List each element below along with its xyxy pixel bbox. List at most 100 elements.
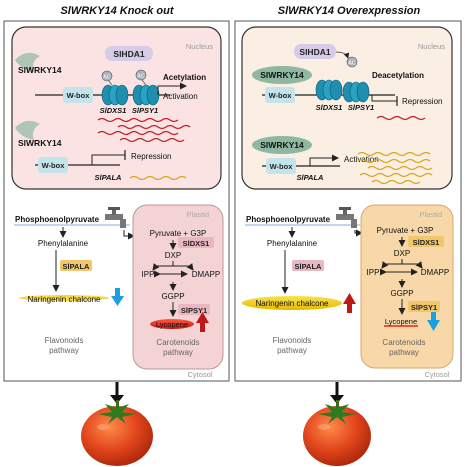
tomato-icon [303,400,371,466]
panel-title: SlWRKY14 Knock out [60,5,174,17]
enzyme-dxs1 [178,237,214,248]
naringenin-blob [242,296,342,310]
mrna-yellow [129,175,187,181]
hda1-label: SlHDA1 [113,49,144,59]
carotenoids-label: pathway [163,348,193,357]
cytosol-label: Cytosol [424,370,449,379]
enzyme-dxs1 [408,236,444,247]
enzyme-pala [292,260,324,271]
flavonoids-label: Flavonoids [45,336,84,345]
dmapp-label: DMAPP [421,268,449,277]
flavonoids-label: pathway [49,346,79,355]
ipp-label: IPP [142,270,155,279]
pyruvate-label: Pyruvate + G3P [150,229,207,238]
gene-pala: SlPALA [95,173,122,182]
mrna-red [97,117,191,143]
gene-dxs1: SlDXS1 [100,106,127,115]
enzyme-psy1 [408,301,440,312]
phenylalanine-label: Phenylalanine [38,239,89,248]
wbox-label: W-box [67,91,91,100]
activation-arrow [309,154,339,166]
wbox [38,157,68,173]
down-arrow-icon [111,288,124,306]
tf1-label: SlWRKY14 [260,70,304,80]
acetyl-mark [101,70,113,82]
pep-label: Phosphoenolpyruvate [15,215,100,224]
up-arrow-icon [343,293,356,313]
tf2-label: SlWRKY14 [18,138,62,148]
cytosol-label: Cytosol [187,370,212,379]
activation-arrow [157,82,187,95]
acetylation-label: Acetylation [163,73,206,82]
tf1-protein [252,66,312,84]
tf1-label: SlWRKY14 [18,65,62,75]
dmapp-label: DMAPP [192,270,220,279]
hda1-label: SlHDA1 [299,47,330,57]
plastid-label: Plastid [419,210,442,219]
acetyl-mark [135,69,147,81]
tf2-label: SlWRKY14 [260,140,304,150]
wbox-label: W-box [270,162,294,171]
wbox-label: W-box [42,161,66,170]
tomato-icon [81,400,153,466]
lycopene-label: Lycopene [156,320,188,329]
gene-pala: SlPALA [297,173,324,182]
gene-dxs1: SlDXS1 [316,103,343,112]
mrna-red [376,115,426,121]
mrna-yellow [357,151,433,185]
ggpp-label: GGPP [390,289,413,298]
panel-overexpression: SlWRKY14 Overexpression Nucleus SlHDA1 A… [234,5,462,466]
ggpp-label: GGPP [161,292,184,301]
carotenoids-label: pathway [389,348,419,357]
deacetylation-label: Deacetylation [372,71,424,80]
enzyme-pala-label: SlPALA [295,262,323,271]
lycopene-blob [150,319,194,329]
nucleus-label: Nucleus [418,42,445,51]
flavonoids-label: Flavonoids [273,336,312,345]
gene-psy1: SlPSY1 [348,103,374,112]
tf2-protein [252,136,312,154]
activation-label: Activation [163,92,198,101]
up-arrow-icon [196,312,209,332]
plastid-label: Plastid [186,210,209,219]
faucet-icon [336,207,357,228]
phenylalanine-label: Phenylalanine [267,239,318,248]
carotenoids-label: Carotenoids [382,338,425,347]
wbox-label: W-box [269,91,293,100]
repression-arrow [371,95,397,102]
panel-title: SlWRKY14 Overexpression [278,5,421,17]
enzyme-pala-label: SlPALA [63,262,91,271]
repression-label: Repression [402,97,442,106]
carotenoids-label: Carotenoids [156,338,199,347]
repression-label: Repression [131,152,171,161]
wbox [63,87,93,103]
wbox [265,87,295,103]
nucleosome [315,79,370,103]
pyruvate-label: Pyruvate + G3P [377,226,434,235]
down-arrow-icon [427,312,440,331]
acetyl-mark [346,56,358,68]
ac-label: AC [137,74,145,80]
nucleus-label: Nucleus [186,42,213,51]
flavonoids-label: pathway [277,346,307,355]
enzyme-dxs1-label: SlDXS1 [183,239,210,248]
pep-label: Phosphoenolpyruvate [246,215,331,224]
enzyme-psy1 [178,304,210,315]
hda1-protein [294,44,336,59]
wbox [266,158,296,174]
naringenin-label: Naringenin chalcone [256,299,329,308]
enzyme-dxs1-label: SlDXS1 [413,238,440,247]
pep-to-plastid-arrow [354,229,363,237]
lycopene-label: Lycopene [385,317,417,326]
enzyme-psy1-label: SlPSY1 [181,306,207,315]
dxp-label: DXP [394,249,410,258]
pep-to-plastid-arrow [123,230,135,240]
gene-psy1: SlPSY1 [132,106,158,115]
enzyme-pala [60,260,92,271]
ac-label: AC [348,61,356,67]
nucleosome [101,84,160,106]
enzyme-psy1-label: SlPSY1 [411,303,437,312]
nucleus [11,26,222,190]
naringenin-blob [19,295,109,301]
